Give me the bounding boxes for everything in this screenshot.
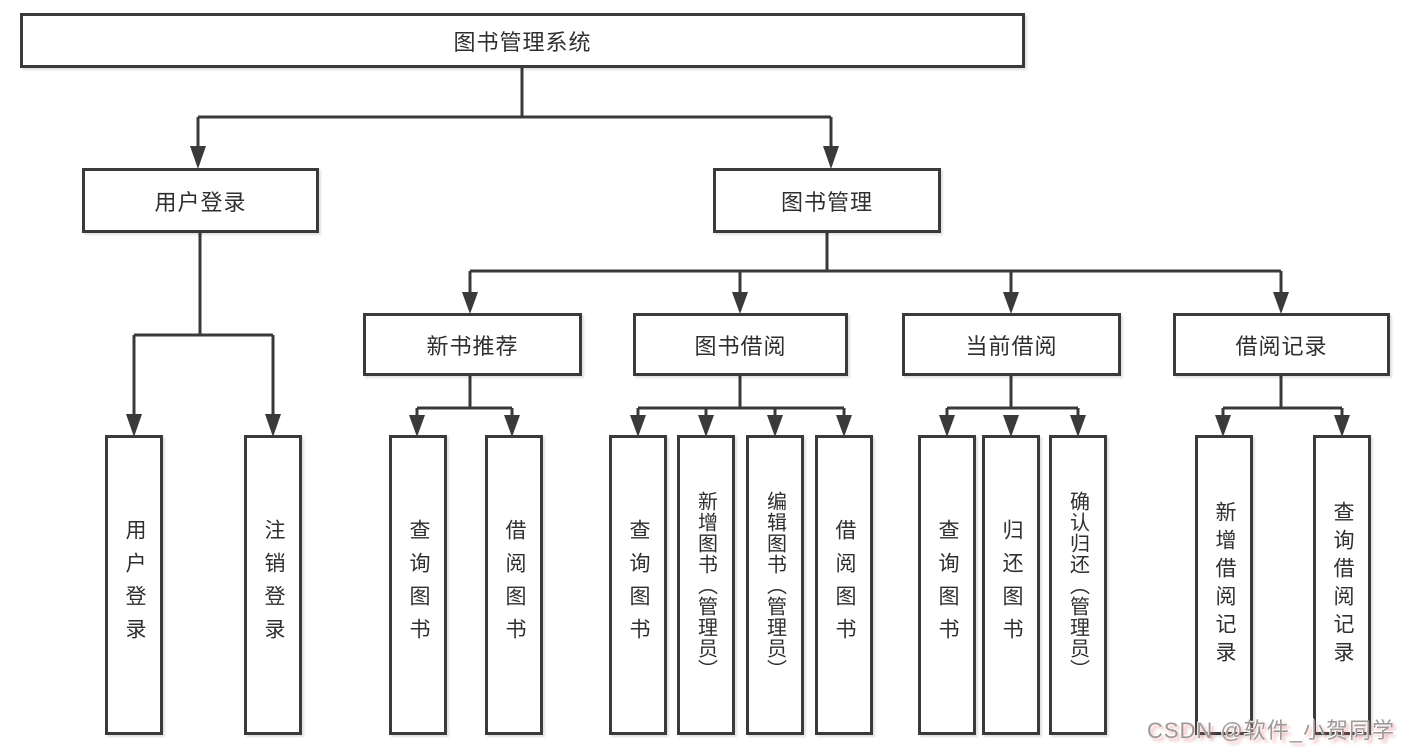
connector-records-to-leaves	[1215, 376, 1350, 437]
arrowhead	[630, 415, 646, 437]
node-borrowing-records: 借阅记录	[1173, 313, 1390, 376]
connector-book-mgmt-to-level3	[462, 233, 1289, 314]
arrowhead	[504, 415, 520, 437]
connector-new-books-to-leaves	[409, 376, 520, 437]
arrowhead	[462, 292, 478, 314]
connector-borrowing-to-leaves	[630, 376, 852, 437]
leaf-query-books-cur: 查询图书	[918, 435, 976, 735]
node-book-borrowing: 图书借阅	[633, 313, 848, 376]
arrowhead	[1003, 292, 1019, 314]
arrowhead	[698, 415, 714, 437]
arrowhead	[1070, 415, 1086, 437]
arrowhead	[1003, 415, 1019, 437]
connector-user-login-to-leaves	[126, 233, 281, 437]
node-book-management: 图书管理	[713, 168, 941, 233]
arrowhead	[1215, 415, 1231, 437]
node-user-login: 用户登录	[82, 168, 319, 233]
node-new-book-recommendation: 新书推荐	[363, 313, 582, 376]
leaf-query-books-nb: 查询图书	[389, 435, 447, 735]
arrowhead	[265, 414, 281, 437]
arrowhead	[939, 415, 955, 437]
leaf-return-books: 归还图书	[982, 435, 1040, 735]
leaf-borrow-books-nb: 借阅图书	[485, 435, 543, 735]
csdn-watermark: CSDN @软件_小贺同学	[1146, 718, 1395, 743]
arrowhead	[836, 415, 852, 437]
leaf-query-borrow-record: 查询借阅记录	[1313, 435, 1371, 735]
arrowhead	[190, 146, 206, 169]
arrowhead	[767, 415, 783, 437]
arrowhead	[823, 146, 839, 169]
leaf-confirm-return-admin: 确认归还（管理员）	[1049, 435, 1107, 735]
arrowhead	[732, 292, 748, 314]
leaf-borrow-books-bw: 借阅图书	[815, 435, 873, 735]
connector-root-to-level2	[190, 68, 839, 169]
connector-current-to-leaves	[939, 376, 1086, 437]
leaf-add-borrow-record: 新增借阅记录	[1195, 435, 1253, 735]
arrowhead	[1273, 292, 1289, 314]
node-current-borrowing: 当前借阅	[902, 313, 1121, 376]
node-library-management-system: 图书管理系统	[20, 13, 1025, 68]
leaf-user-login: 用户登录	[105, 435, 163, 735]
leaf-query-books-bw: 查询图书	[609, 435, 667, 735]
arrowhead	[409, 415, 425, 437]
leaf-logout: 注销登录	[244, 435, 302, 735]
leaf-edit-books-admin: 编辑图书（管理员）	[746, 435, 804, 735]
arrowhead	[1334, 415, 1350, 437]
leaf-add-books-admin: 新增图书（管理员）	[677, 435, 735, 735]
arrowhead	[126, 414, 142, 437]
